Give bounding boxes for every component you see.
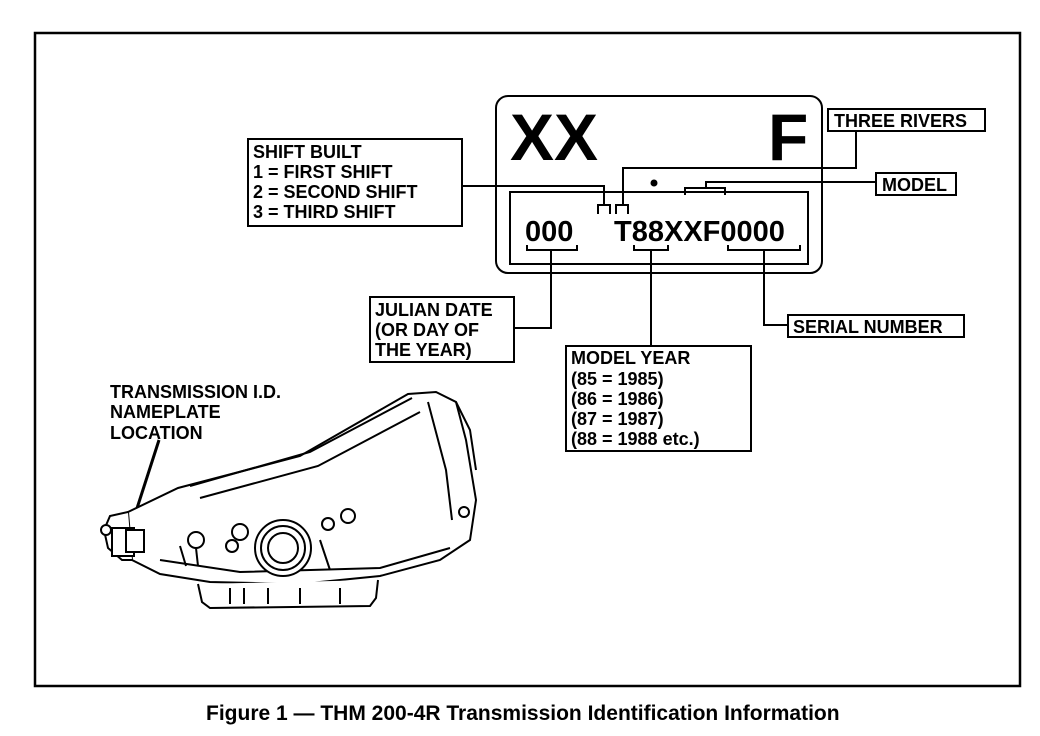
id-code: T88XXF0000 — [614, 216, 785, 248]
three-rivers-label: THREE RIVERS — [827, 108, 986, 132]
model-year-line: (86 = 1986) — [571, 389, 664, 409]
julian-code: 000 — [525, 216, 573, 248]
model-year-line: MODEL YEAR — [571, 348, 690, 368]
julian-date-line: (OR DAY OF — [375, 320, 479, 340]
julian-date-line: JULIAN DATE — [375, 300, 493, 320]
svg-text:LOCATION: LOCATION — [110, 423, 203, 443]
figure-caption: Figure 1 — THM 200-4R Transmission Ident… — [206, 702, 840, 725]
julian-date-line: THE YEAR) — [375, 340, 472, 360]
julian-date-box: JULIAN DATE (OR DAY OF THE YEAR) — [369, 296, 515, 363]
figure-frame — [33, 31, 1022, 688]
shift-built-line: 1 = FIRST SHIFT — [253, 162, 393, 182]
model-label: MODEL — [875, 172, 957, 196]
shift-built-box: SHIFT BUILT 1 = FIRST SHIFT 2 = SECOND S… — [247, 138, 463, 227]
nameplate-dot — [650, 179, 658, 187]
model-year-box: MODEL YEAR (85 = 1985) (86 = 1986) (87 =… — [565, 345, 752, 452]
nameplate-inner — [509, 191, 809, 265]
shift-built-line: 2 = SECOND SHIFT — [253, 182, 418, 202]
model-year-line: (87 = 1987) — [571, 409, 664, 429]
svg-text:SERIAL NUMBER: SERIAL NUMBER — [793, 317, 943, 337]
nameplate-top-right: F — [768, 100, 808, 174]
svg-text:MODEL: MODEL — [882, 175, 947, 195]
svg-text:NAMEPLATE: NAMEPLATE — [110, 402, 221, 422]
svg-text:TRANSMISSION I.D.: TRANSMISSION I.D. — [110, 382, 281, 402]
nameplate-outer — [495, 95, 823, 274]
nameplate: XX F 000 T88XXF0000 — [495, 95, 823, 274]
serial-number-label: SERIAL NUMBER — [787, 314, 965, 338]
nameplate-top-left: XX — [510, 100, 598, 174]
shift-built-line: 3 = THIRD SHIFT — [253, 202, 396, 222]
svg-text:THREE RIVERS: THREE RIVERS — [834, 111, 967, 131]
transmission-illustration — [100, 390, 478, 610]
model-year-line: (85 = 1985) — [571, 369, 664, 389]
model-year-line: (88 = 1988 etc.) — [571, 429, 700, 449]
nameplate-location-label: TRANSMISSION I.D. NAMEPLATE LOCATION — [110, 382, 281, 443]
shift-built-line: SHIFT BUILT — [253, 142, 362, 162]
